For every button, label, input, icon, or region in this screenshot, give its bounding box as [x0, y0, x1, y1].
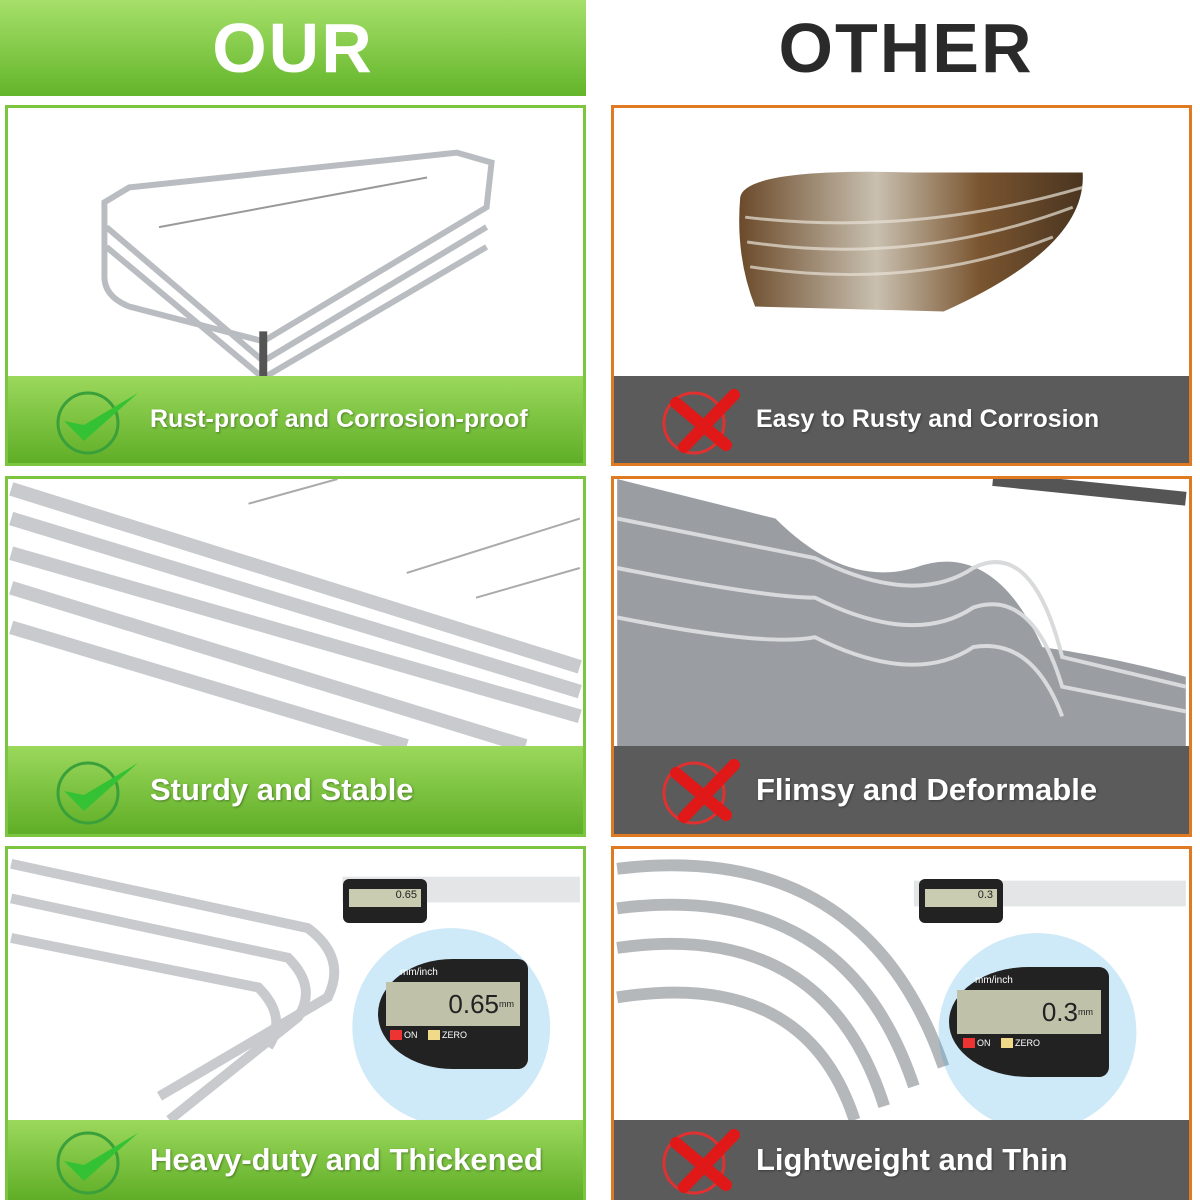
cross-icon	[662, 1129, 740, 1195]
caliper-zero-label: ZERO	[1015, 1038, 1041, 1048]
check-icon	[56, 1131, 138, 1195]
caliper-zero-label: ZERO	[442, 1030, 468, 1040]
caliper-small: 0.3	[919, 879, 1003, 923]
other-label-flimsy: Flimsy and Deformable	[756, 772, 1098, 807]
caliper-mode-label: mm/inch	[400, 967, 438, 978]
other-panel-flimsy: Flimsy and Deformable	[611, 476, 1192, 837]
rusty-bed-image	[614, 108, 1189, 376]
other-label-thin: Lightweight and Thin	[756, 1142, 1068, 1177]
header-ours: OUR	[0, 0, 586, 96]
other-label-rust: Easy to Rusty and Corrosion	[756, 405, 1100, 433]
other-panel-rust: Easy to Rusty and Corrosion	[611, 105, 1192, 466]
caliper-reading: 0.65	[448, 988, 499, 1019]
header-other: OTHER	[778, 9, 1034, 87]
ours-panel-sturdy: Sturdy and Stable	[5, 476, 586, 837]
cross-icon	[662, 759, 740, 825]
caliper-small-reading: 0.65	[349, 889, 421, 907]
ours-label-sturdy: Sturdy and Stable	[150, 772, 414, 807]
galvanized-bed-image	[8, 108, 583, 376]
caliper-reading: 0.3	[1041, 996, 1078, 1027]
cross-icon	[662, 388, 740, 454]
caliper-unit: mm	[1078, 1007, 1093, 1017]
caliper-small-reading: 0.3	[925, 889, 997, 907]
caliper-on-label: ON	[977, 1038, 991, 1048]
check-icon	[56, 761, 138, 825]
ours-label-thick: Heavy-duty and Thickened	[150, 1142, 543, 1177]
caliper-unit: mm	[499, 999, 514, 1009]
caliper-on-label: ON	[404, 1030, 418, 1040]
ours-label-rust: Rust-proof and Corrosion-proof	[150, 405, 528, 433]
caliper-small: 0.65	[343, 879, 427, 923]
sturdy-panel-image	[8, 479, 583, 746]
caliper-mode-label: mm/inch	[975, 975, 1013, 986]
ours-panel-rust: Rust-proof and Corrosion-proof	[5, 105, 586, 466]
deformed-panel-image	[614, 479, 1189, 746]
check-icon	[56, 391, 138, 454]
